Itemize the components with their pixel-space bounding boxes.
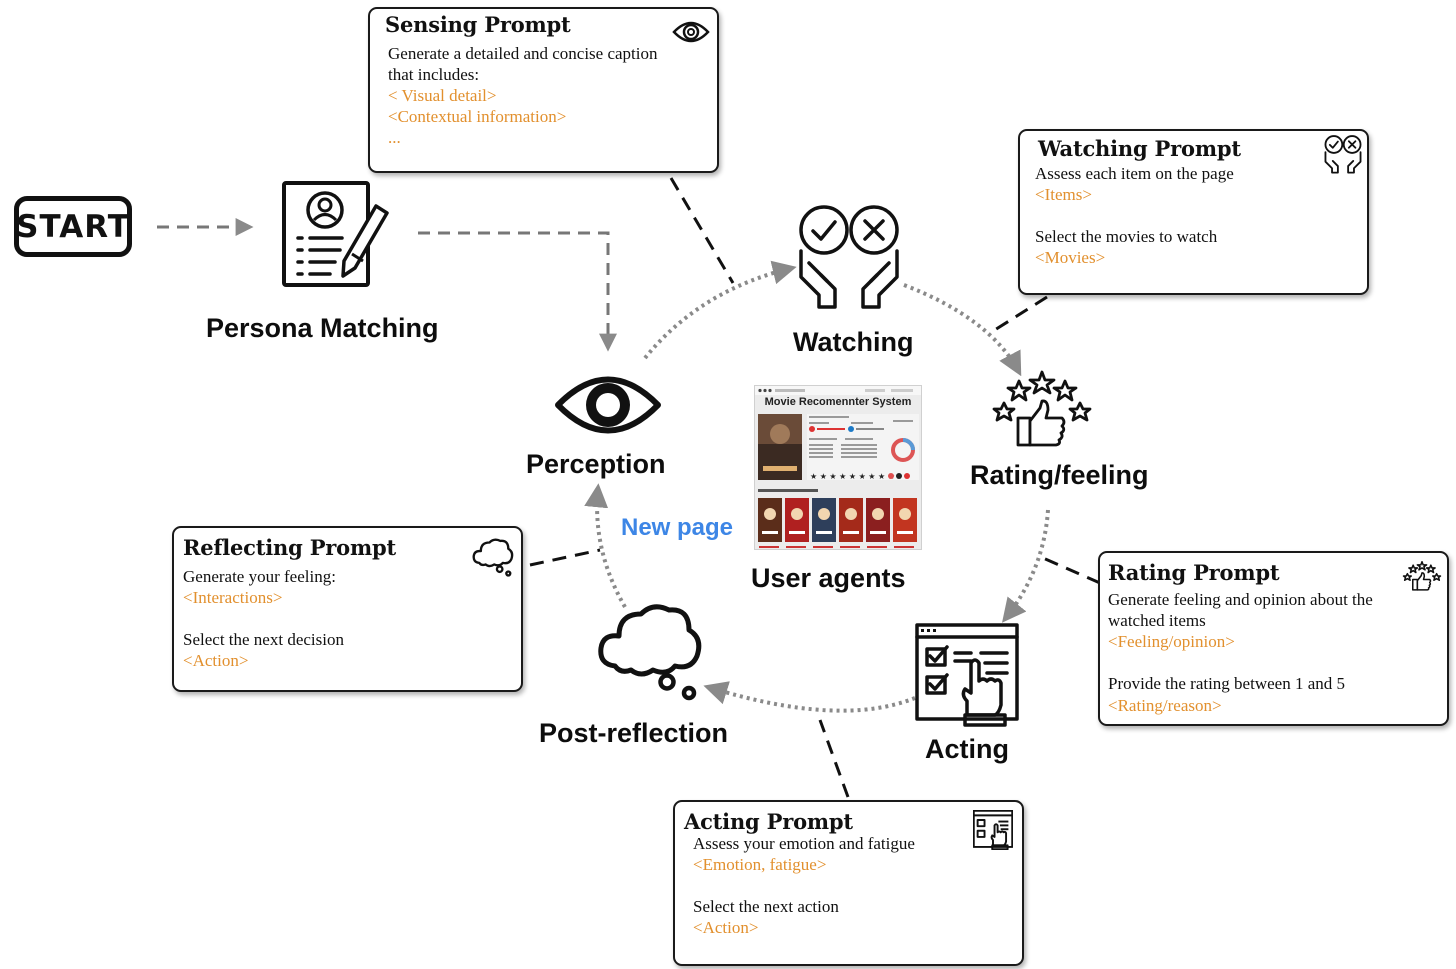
acting-to-reflection-arrow: [703, 681, 916, 713]
acting-line-2: Select the next action: [693, 897, 839, 916]
watching-prompt-box: Watching Prompt Assess each item on the …: [1018, 129, 1369, 295]
post-reflection-label: Post-reflection: [539, 718, 729, 748]
reflecting-line-2: Select the next decision: [183, 630, 344, 649]
rating-prompt-title: Rating Prompt: [1108, 560, 1280, 585]
rating-line-2: Provide the rating between 1 and 5: [1108, 674, 1345, 693]
reflecting-prompt-title: Reflecting Prompt: [183, 535, 396, 560]
rating-to-acting-arrow: [1002, 509, 1050, 623]
watching-slot-items: <Items>: [1035, 185, 1092, 204]
acting-label: Acting: [925, 734, 1009, 764]
watching-line-1: Assess each item on the page: [1035, 164, 1234, 183]
watching-prompt-title: Watching Prompt: [1038, 136, 1241, 161]
perception-label: Perception: [526, 449, 666, 479]
movie-app-thumbnail: ★ ★ ★ ★ ★ ★ ★ ★ ★ Movie Recomennter Syst…: [754, 385, 922, 550]
reflection-to-perception-arrow: [584, 483, 627, 609]
acting-prompt-title: Acting Prompt: [684, 809, 853, 834]
rating-slot-feeling: <Feeling/opinion>: [1108, 632, 1235, 651]
start-badge: START: [14, 196, 132, 257]
persona-to-perception-arrow: [418, 231, 617, 352]
eye-icon: [555, 376, 661, 434]
thumbnail-title: Movie Recomennter System: [764, 396, 912, 408]
sensing-slot-visual: < Visual detail>: [388, 86, 497, 105]
rating-line-1b: watched items: [1108, 611, 1206, 630]
sensing-line-2: that includes:: [388, 65, 480, 84]
persona-document-icon: [282, 181, 389, 287]
approve-reject-hands-icon: [799, 205, 899, 309]
acting-prompt-box: Acting Prompt Assess your emotion and fa…: [673, 800, 1024, 966]
acting-slot-action: <Action>: [693, 918, 759, 937]
eye-icon: [672, 21, 710, 43]
watching-connector: [989, 295, 1048, 335]
rating-feeling-label: Rating/feeling: [970, 460, 1149, 490]
checklist-click-icon: [915, 623, 1019, 727]
reflecting-connector: [529, 548, 601, 567]
reflecting-slot-interactions: <Interactions>: [183, 588, 283, 607]
reflecting-slot-action: <Action>: [183, 651, 249, 670]
watching-slot-movies: <Movies>: [1035, 248, 1106, 267]
thumbnail-chrome: ★ ★ ★ ★ ★ ★ ★ ★ ★: [755, 386, 921, 548]
sensing-prompt-title: Sensing Prompt: [385, 12, 571, 37]
rating-thumbs-up-stars-icon: [1402, 561, 1442, 591]
persona-matching-label: Persona Matching: [206, 313, 439, 343]
reflecting-prompt-box: Reflecting Prompt Generate your feeling:…: [172, 526, 523, 692]
sensing-slot-more: ...: [388, 128, 401, 147]
sensing-slot-context: <Contextual information>: [388, 107, 567, 126]
user-agents-label: User agents: [751, 563, 906, 593]
watching-label: Watching: [793, 327, 914, 357]
acting-connector: [818, 719, 850, 798]
sensing-line-1: Generate a detailed and concise caption: [388, 44, 658, 63]
checklist-click-icon: [973, 810, 1013, 850]
perception-to-watching-arrow: [643, 260, 797, 360]
thought-cloud-icon: [598, 604, 702, 701]
sensing-prompt-box: Sensing Prompt Generate a detailed and c…: [368, 7, 719, 173]
sensing-connector: [669, 177, 735, 284]
acting-slot-emotion: <Emotion, fatigue>: [693, 855, 827, 874]
watching-to-rating-arrow: [903, 283, 1022, 377]
rating-thumbs-up-stars-icon: [992, 370, 1092, 447]
rating-slot-reason: <Rating/reason>: [1108, 696, 1222, 715]
rating-connector: [1042, 556, 1101, 585]
rating-prompt-box: Rating Prompt Generate feeling and opini…: [1098, 551, 1449, 726]
new-page-label: New page: [621, 514, 734, 541]
acting-line-1: Assess your emotion and fatigue: [693, 834, 915, 853]
rating-line-1a: Generate feeling and opinion about the: [1108, 590, 1373, 609]
thought-cloud-icon: [472, 538, 514, 577]
svg-text:★ ★ ★ ★ ★ ★ ★ ★ ★: ★ ★ ★ ★ ★ ★ ★ ★ ★: [810, 472, 895, 481]
reflecting-line-1: Generate your feeling:: [183, 567, 336, 586]
watching-line-2: Select the movies to watch: [1035, 227, 1218, 246]
approve-reject-hands-icon: [1324, 135, 1362, 174]
